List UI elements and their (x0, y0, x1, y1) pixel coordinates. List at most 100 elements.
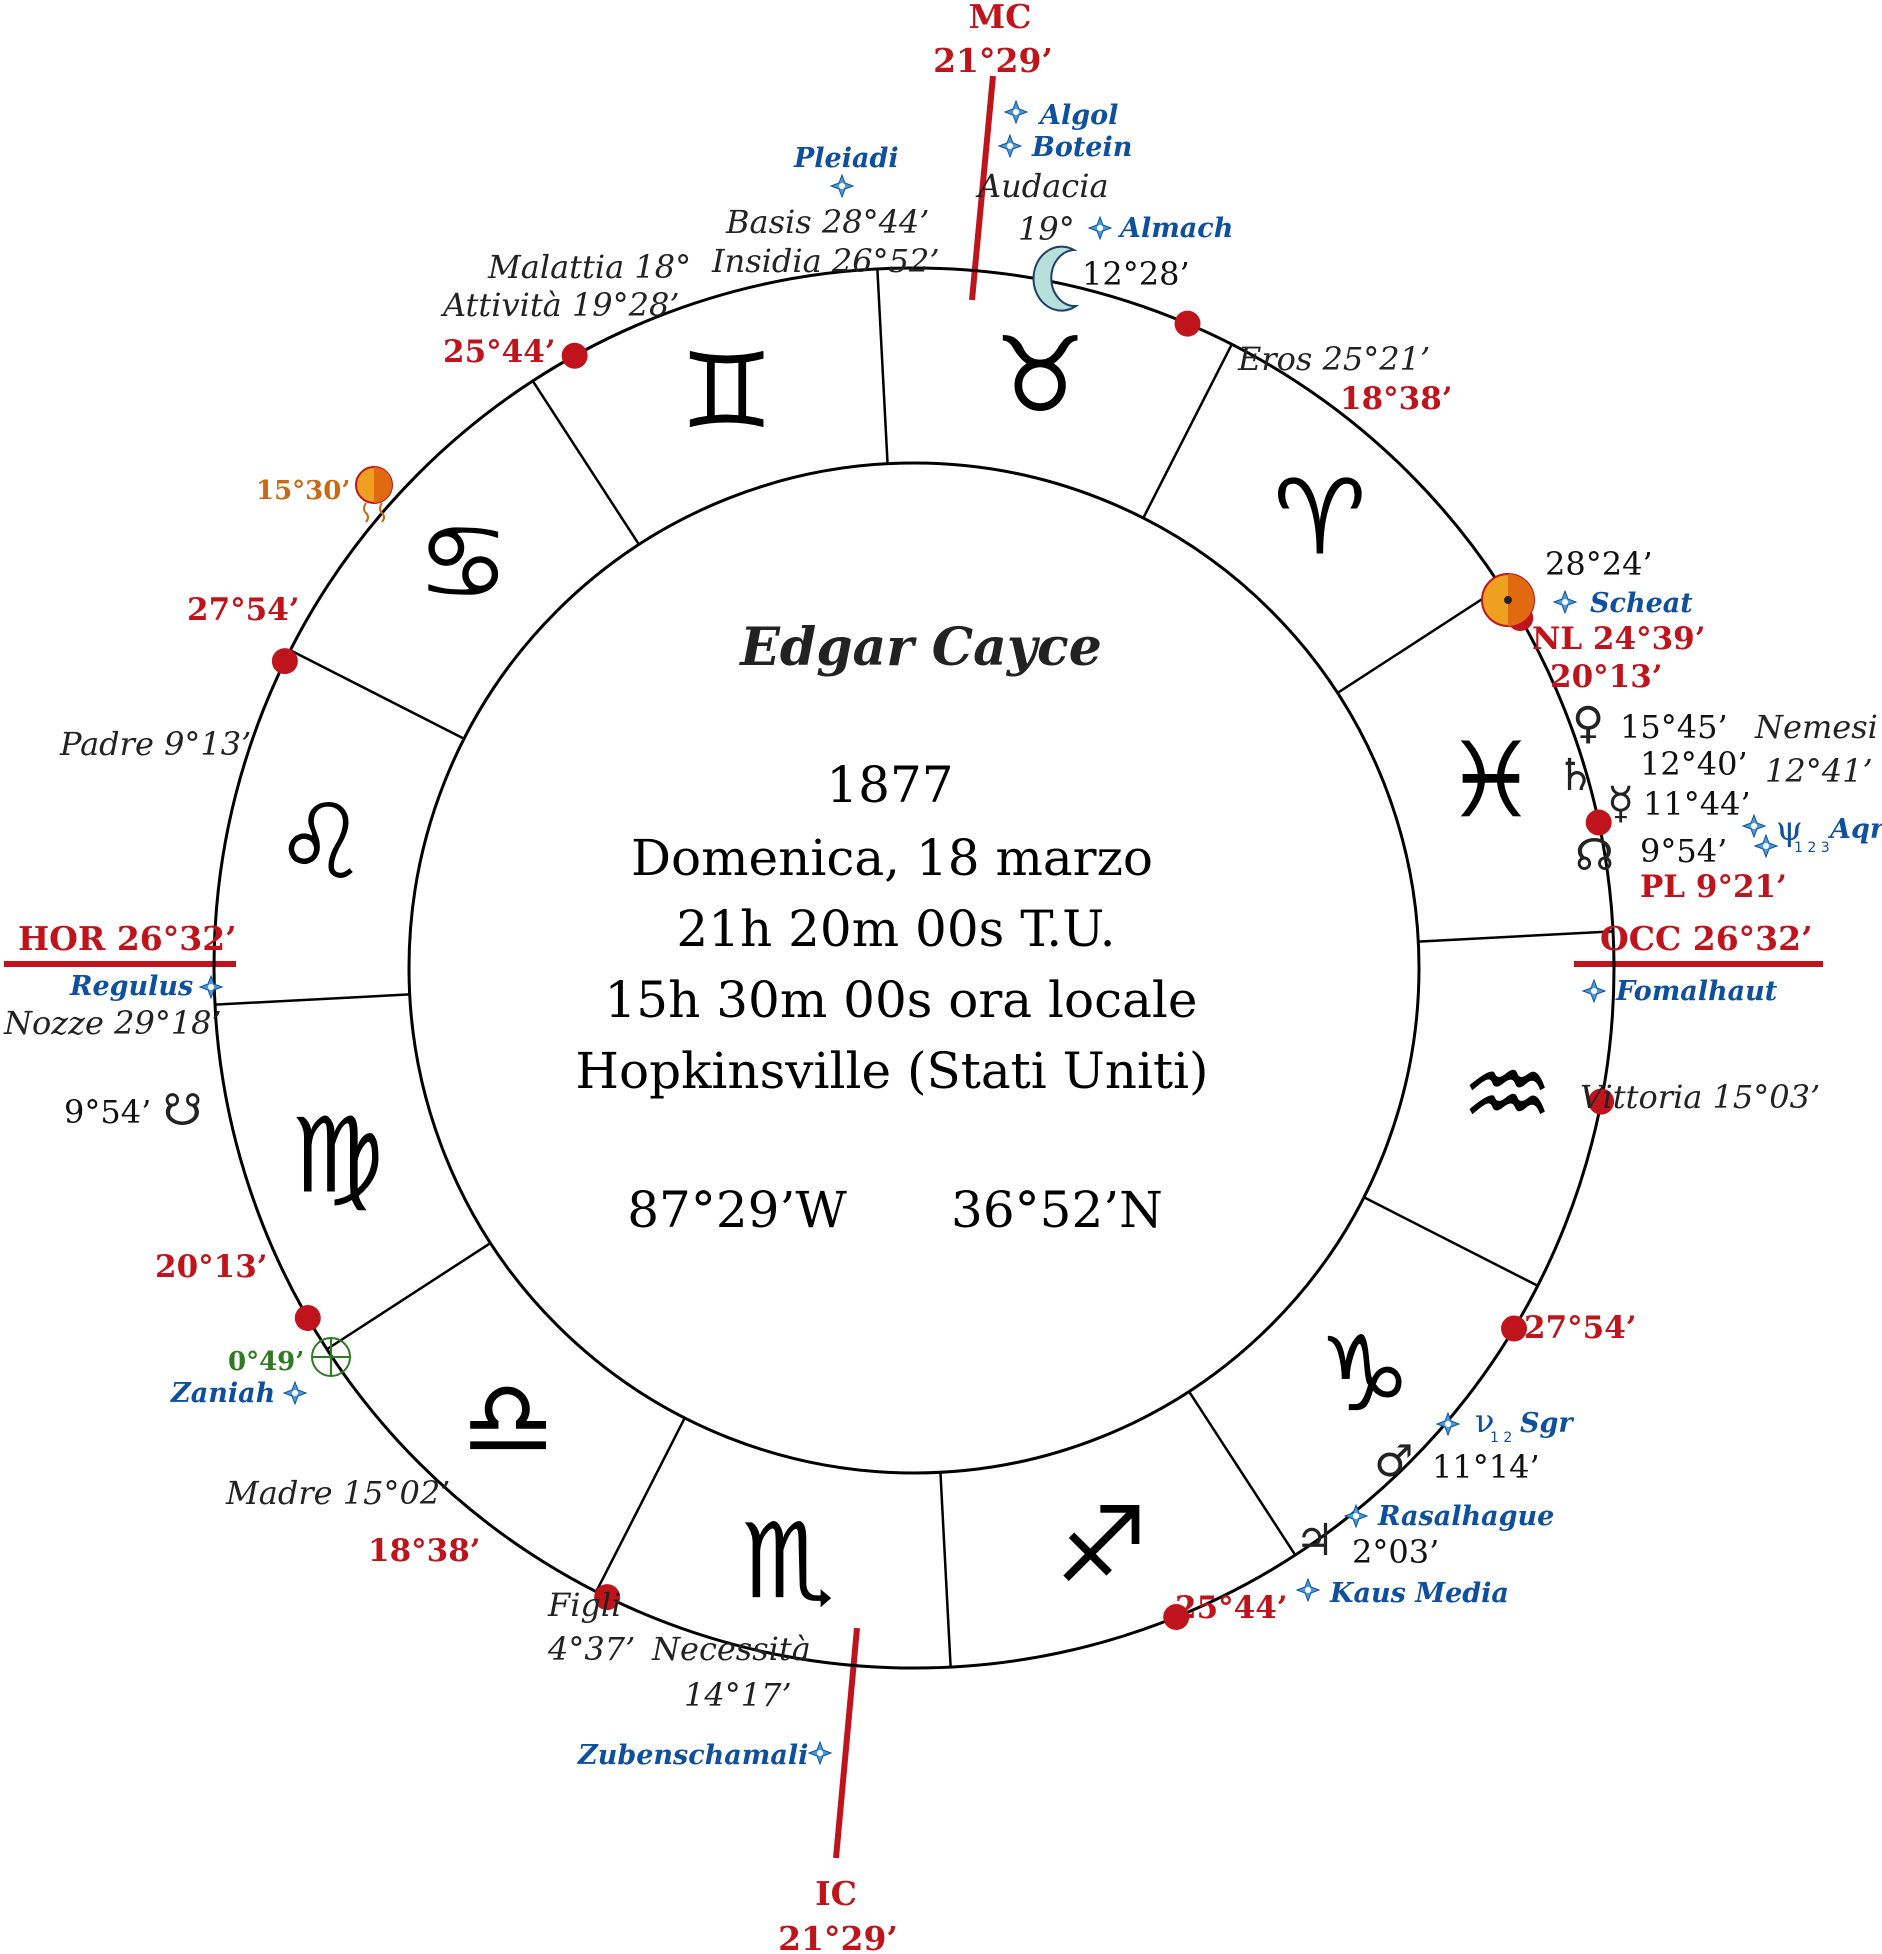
south-node-label: PL 9°21’ (1640, 869, 1787, 905)
fixed-star-icon (1343, 1503, 1369, 1529)
sign-divider (1336, 585, 1502, 695)
birth-time-ut: 21h 20m 00s T.U. (676, 900, 1115, 958)
sign-divider (1142, 343, 1233, 519)
fixed-star-icons (198, 99, 1779, 1766)
eclipse-point-icon (355, 466, 393, 523)
venus-degree: 15°45’ (1620, 708, 1728, 746)
saturn-icon: ♄ (1556, 750, 1595, 801)
sign-divider (1187, 1390, 1297, 1556)
star-pleiadi: Pleiadi (793, 143, 899, 174)
cusp-dot (1588, 1088, 1615, 1115)
south-node-icon: ☋ (163, 1085, 202, 1136)
cusp-label-gemini: 25°44’ (443, 334, 556, 370)
birth-year: 1877 (826, 756, 953, 814)
part-figli-degree: 4°37’ (547, 1630, 635, 1668)
mc-label: MC (969, 0, 1032, 36)
fixed-star-core (1445, 1421, 1451, 1427)
part-vittoria: Vittoria 15°03’ (1580, 1078, 1820, 1116)
star-zubenschamali: Zubenschamali (577, 1740, 808, 1771)
sign-divider (531, 380, 641, 546)
cusp-label-pisces: 20°13’ (1550, 659, 1663, 695)
hor-label: HOR 26°32’ (18, 919, 237, 958)
sun-icon (1481, 573, 1535, 627)
part-necessita-degree: 14°17’ (684, 1676, 792, 1714)
fixed-star-core (1013, 109, 1019, 115)
cusp-dot (1174, 310, 1201, 337)
star-group-nu: ν (1475, 1402, 1494, 1440)
sign-virgo-icon: ♍ (291, 1094, 384, 1216)
star-botein: Botein (1031, 132, 1132, 163)
north-node-degree: 9°54’ (1640, 832, 1727, 870)
birth-place: Hopkinsville (Stati Uniti) (575, 1042, 1208, 1100)
fixed-star-icon (1581, 978, 1607, 1004)
part-nemesi: Nemesi (1754, 708, 1878, 746)
part-audacia: Audacia (975, 167, 1109, 205)
fixed-star-icon (1003, 99, 1029, 125)
fixed-star-icon (1753, 833, 1779, 859)
part-madre: Madre 15°02’ (225, 1474, 450, 1512)
cusp-label-cancer: 27°54’ (187, 592, 300, 628)
star-rasalhague: Rasalhague (1377, 1501, 1554, 1532)
fixed-star-core (1007, 143, 1013, 149)
star-fomalhaut: Fomalhaut (1615, 976, 1778, 1007)
part-necessita: Necessità (651, 1630, 811, 1668)
cusp-dot (561, 342, 588, 369)
inner-ring (407, 461, 1421, 1475)
sign-aquarius-icon: ♒ (1461, 1033, 1554, 1155)
part-insidia: Insidia 26°52’ (711, 242, 939, 280)
zodiac-ring (212, 266, 1616, 1670)
part-malattia: Malattia 18° (487, 248, 691, 286)
sign-libra-icon: ♎ (462, 1358, 555, 1480)
fixed-star-core (817, 1750, 823, 1756)
fixed-star-icon (807, 1740, 833, 1766)
fixed-star-icon (1435, 1411, 1461, 1437)
south-node-degree: 9°54’ (64, 1093, 151, 1131)
zodiac-signs: ♉♈♓♒♑♐♏♎♍♌♋♊ (274, 314, 1554, 1622)
part-audacia-degree: 19° (1018, 210, 1075, 248)
fixed-star-icon (198, 974, 224, 1000)
cusp-label-capricorn: 27°54’ (1524, 1310, 1637, 1346)
sign-aries-icon: ♈ (1273, 456, 1366, 578)
sign-divider (214, 993, 410, 1006)
part-figli: Figli (547, 1586, 621, 1624)
fixed-star-icon (997, 133, 1023, 159)
fixed-star-icon (1552, 589, 1578, 615)
part-eros: Eros 25°21’ (1237, 340, 1430, 378)
north-node-icon: ☊ (1575, 830, 1614, 881)
mc-degree: 21°29’ (933, 41, 1053, 80)
part-of-fortune-degree: 0°49’ (228, 1347, 304, 1377)
sun-degree: 28°24’ (1545, 545, 1653, 583)
star-group-psi: ψ (1776, 809, 1803, 849)
sign-leo-icon: ♌ (274, 781, 367, 903)
mercury-icon: ☿ (1607, 778, 1634, 829)
sign-divider (1363, 1196, 1539, 1287)
part-padre: Padre 9°13’ (59, 725, 251, 763)
fixed-star-core (839, 183, 845, 189)
fixed-star-icon (1295, 1577, 1321, 1603)
chart-title: Edgar Cayce (738, 617, 1102, 678)
mc-axis-line (969, 75, 996, 301)
cusp-dot (594, 1584, 621, 1611)
fixed-star-core (1562, 599, 1568, 605)
cusp-dot (294, 1305, 321, 1331)
sign-divider (939, 1472, 952, 1668)
occ-label: OCC 26°32’ (1600, 919, 1813, 958)
part-basis: Basis 28°44’ (725, 203, 929, 241)
cusp-label-virgo: 20°13’ (155, 1249, 268, 1285)
eclipse-point-degree: 15°30’ (256, 476, 350, 506)
star-zaniah: Zaniah (170, 1378, 275, 1409)
sign-cancer-icon: ♋ (417, 501, 510, 623)
cusp-dot (271, 648, 298, 675)
fixed-star-core (1353, 1513, 1359, 1519)
mercury-degree: 11°44’ (1643, 785, 1751, 823)
sign-divider (289, 649, 465, 740)
sign-divider (876, 268, 889, 464)
cusp-dot (1501, 1315, 1528, 1342)
sign-capricorn-icon: ♑ (1318, 1313, 1411, 1435)
part-nemesi-degree: 12°41’ (1765, 752, 1873, 790)
mars-degree: 11°14’ (1432, 1448, 1540, 1486)
venus-icon: ♀ (1572, 698, 1604, 749)
star-group-nu-subscripts: 1 2 (1490, 1430, 1512, 1446)
star-scheat: Scheat (1590, 588, 1693, 619)
fixed-star-icon (1087, 215, 1113, 241)
